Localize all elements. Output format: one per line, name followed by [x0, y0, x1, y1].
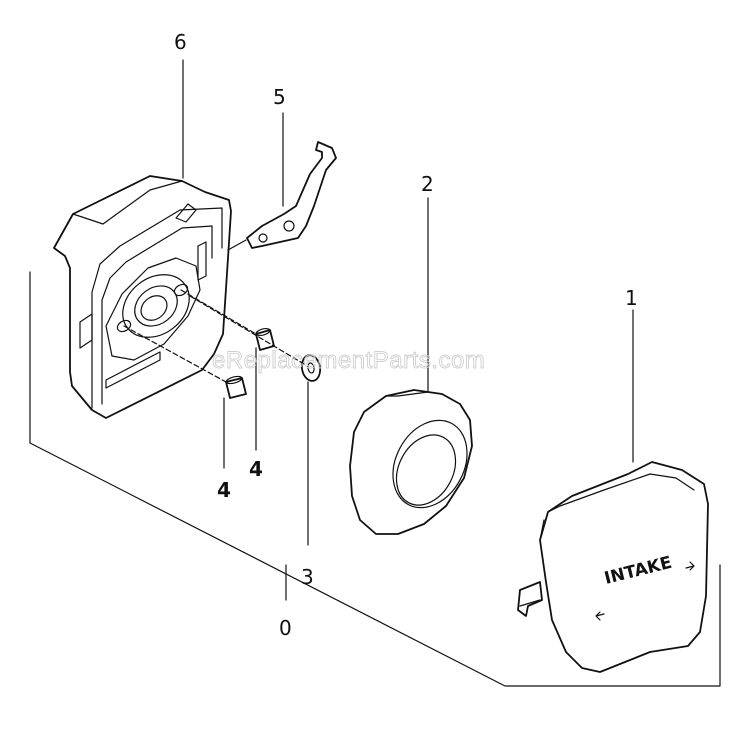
callout-2: 2	[421, 172, 434, 196]
arrow-left-icon	[595, 611, 605, 621]
assembly-bracket	[29, 271, 721, 687]
washer	[300, 354, 322, 382]
choke-lever	[227, 141, 337, 251]
callout-6: 6	[174, 30, 187, 54]
callout-4-upper: 4	[249, 457, 263, 481]
collar-lower	[225, 375, 247, 399]
arrow-right-icon	[685, 561, 695, 571]
callout-0: 0	[279, 616, 292, 640]
filter-element	[349, 389, 473, 535]
air-cleaner-base	[53, 175, 232, 419]
callout-3: 3	[301, 565, 314, 589]
callout-4-lower: 4	[217, 478, 231, 502]
air-cleaner-cover: INTAKE	[517, 461, 709, 673]
callout-1: 1	[625, 286, 638, 310]
watermark-text: eReplacementParts.com	[212, 347, 485, 374]
leader-lines	[123, 59, 634, 546]
callout-5: 5	[273, 85, 286, 109]
